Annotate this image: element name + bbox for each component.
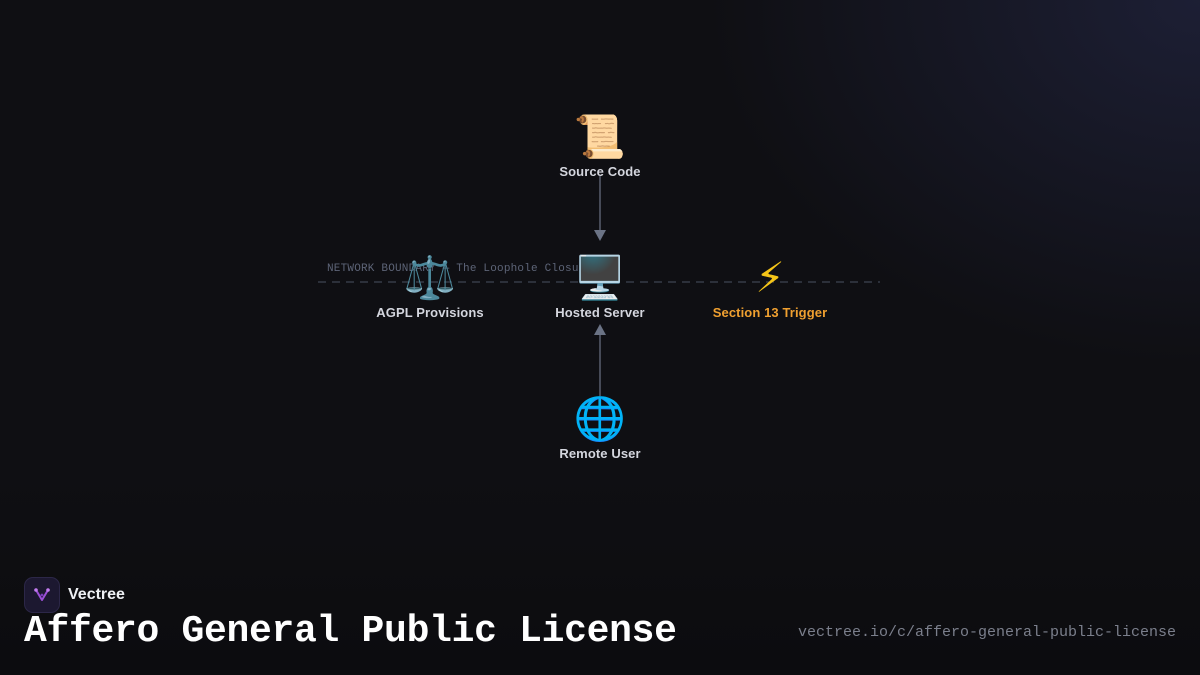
brand-name: Vectree [68, 586, 125, 603]
scales-icon: ⚖️ [403, 253, 457, 302]
node-hosted-server: 🖥️ Hosted Server [510, 253, 690, 320]
arrowhead-up-icon [594, 324, 606, 335]
page-url[interactable]: vectree.io/c/affero-general-public-licen… [797, 624, 1176, 641]
vectree-logo-icon [24, 577, 60, 613]
arrowhead-down-icon [594, 230, 606, 241]
lightning-icon: ⚡ [755, 253, 785, 302]
node-remote-user: 🌐 Remote User [510, 394, 690, 461]
network-boundary-label: NETWORK BOUNDARY — The Loophole Closure [327, 263, 593, 275]
scroll-icon: 📜 [573, 112, 627, 161]
node-label: Section 13 Trigger [712, 305, 828, 320]
node-agpl-provisions: ⚖️ AGPL Provisions [340, 253, 520, 320]
node-label: Hosted Server [555, 305, 645, 320]
node-label: Source Code [559, 164, 641, 179]
desktop-computer-icon: 🖥️ [573, 253, 627, 302]
node-label: AGPL Provisions [376, 305, 484, 320]
page-title: Affero General Public License [24, 610, 677, 653]
brand[interactable]: Vectree [24, 577, 125, 613]
node-source-code: 📜 Source Code [510, 112, 690, 179]
node-label: Remote User [559, 446, 641, 461]
globe-icon: 🌐 [573, 394, 627, 443]
node-section-13-trigger: ⚡ Section 13 Trigger [680, 253, 860, 320]
